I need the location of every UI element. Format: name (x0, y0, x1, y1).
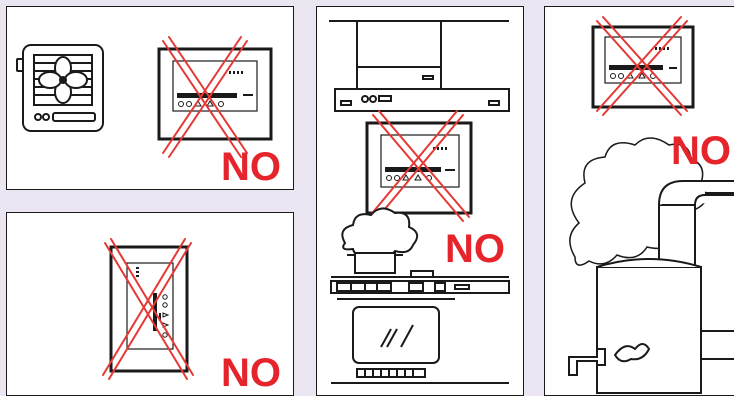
prohibition-cross-icon (103, 239, 193, 379)
panel-boiler: NO (544, 6, 734, 396)
steaming-pot-icon (342, 208, 417, 273)
control-unit-icon (593, 27, 693, 107)
oven-icon (331, 271, 509, 383)
panel-fan: NO (6, 6, 294, 190)
no-label: NO (445, 229, 505, 269)
no-label: NO (221, 353, 281, 393)
panel-enclosure: NO (6, 212, 294, 396)
control-unit-icon (111, 247, 187, 371)
range-hood-icon (329, 21, 509, 111)
control-unit-icon (159, 49, 271, 139)
no-label: NO (671, 131, 731, 171)
prohibition-cross-icon (369, 111, 469, 221)
ventilation-fan-icon (17, 45, 103, 131)
no-label: NO (221, 147, 281, 187)
panel-kitchen: NO (316, 6, 524, 396)
